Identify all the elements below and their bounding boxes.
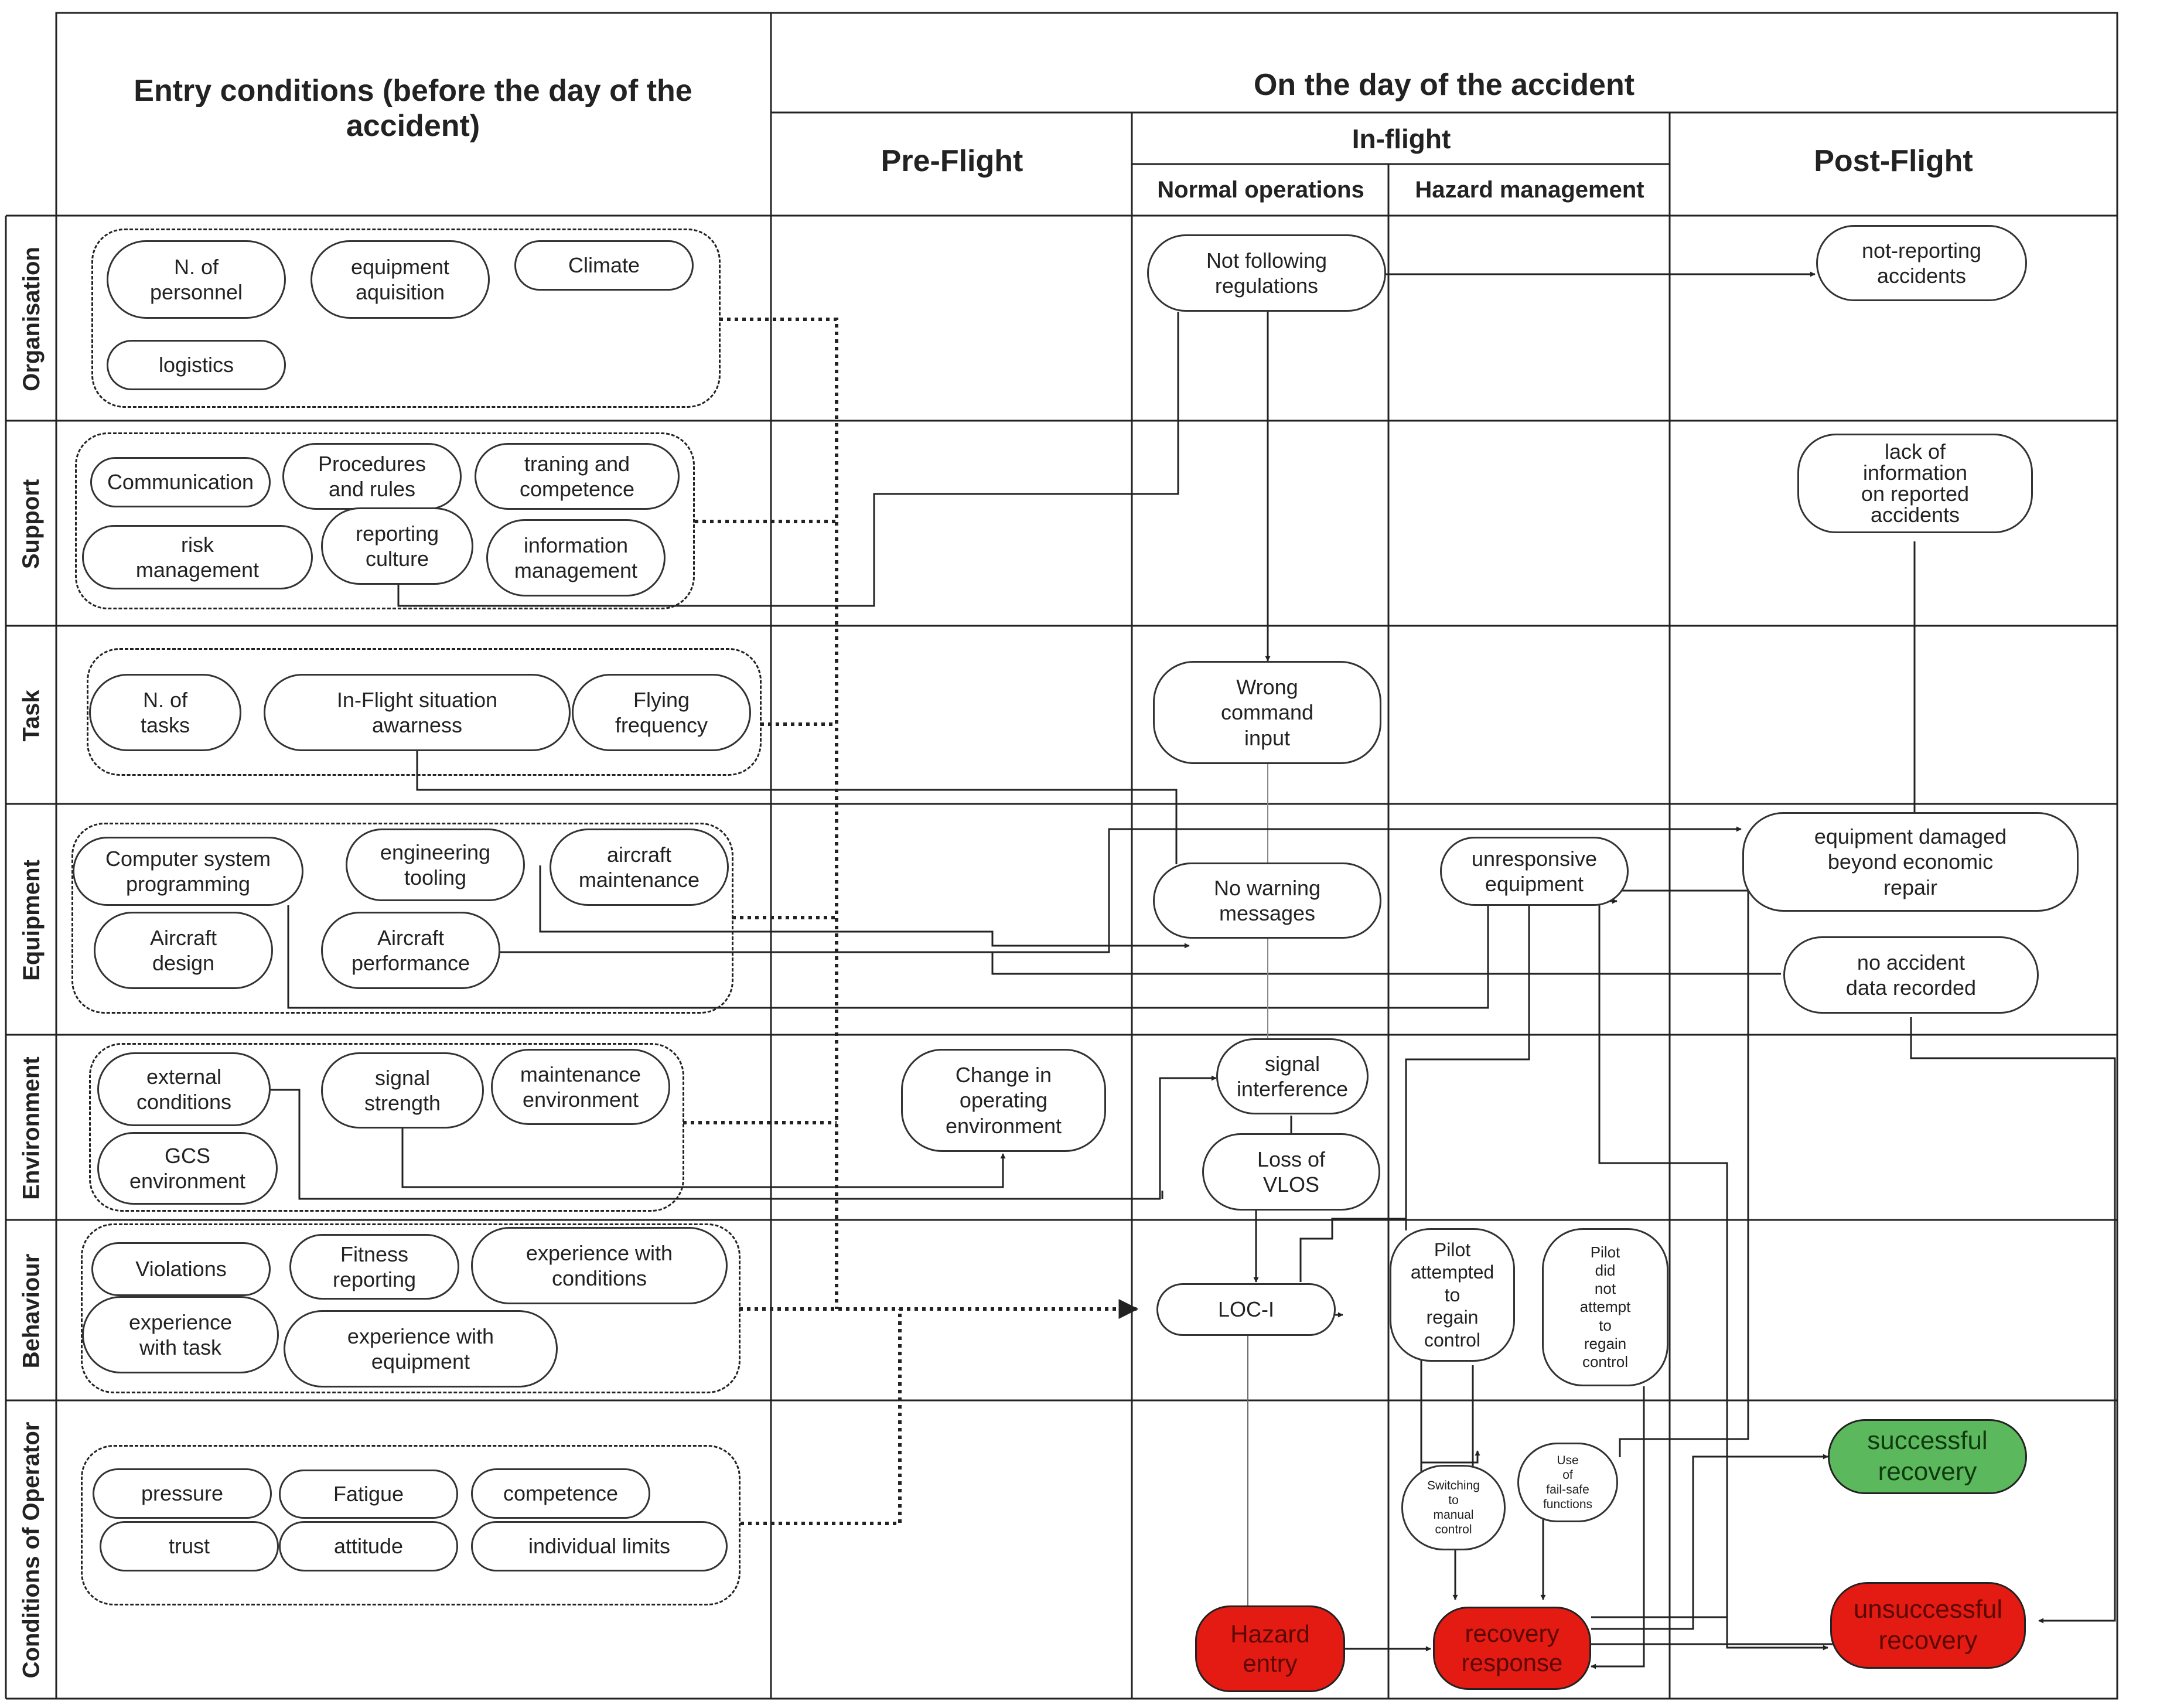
row-label-behaviour: Behaviour: [18, 1253, 45, 1368]
node-pilot-attempted-regain-control: Pilot attempted to regain control: [1390, 1228, 1515, 1362]
node-hazard-entry: Hazard entry: [1195, 1605, 1345, 1692]
node-unresponsive-equipment: unresponsive equipment: [1440, 837, 1629, 906]
node-external-conditions: external conditions: [97, 1052, 271, 1126]
node-loc-i: LOC-I: [1156, 1283, 1336, 1336]
group-environment: [89, 1043, 684, 1212]
row-label-environment: Environment: [18, 1056, 45, 1200]
node-communication: Communication: [90, 457, 271, 507]
node-change-in-operating-environment: Change in operating environment: [901, 1049, 1106, 1152]
node-gcs-environment: GCS environment: [97, 1132, 278, 1205]
group-equipment: [71, 823, 733, 1014]
node-violations: Violations: [91, 1242, 271, 1296]
table-grid: [5, 12, 2118, 1700]
node-unsuccessful-recovery: unsuccessful recovery: [1830, 1582, 2026, 1669]
node-computer-system-programming: Computer system programming: [73, 837, 303, 906]
node-no-warning-messages: No warning messages: [1153, 862, 1381, 939]
node-not-reporting-accidents: not-reporting accidents: [1816, 225, 2027, 301]
row-label-support: Support: [18, 479, 45, 569]
node-training-and-competence: traning and competence: [475, 443, 680, 510]
node-wrong-command-input: Wrong command input: [1153, 661, 1381, 764]
node-engineering-tooling: engineering tooling: [346, 829, 525, 901]
node-pilot-did-not-attempt: Pilot did not attempt to regain control: [1542, 1228, 1668, 1386]
node-maintenance-environment: maintenance environment: [491, 1049, 670, 1125]
node-competence: competence: [471, 1468, 650, 1519]
node-fitness-reporting: Fitness reporting: [289, 1234, 459, 1300]
node-use-of-fail-safe-functions: Use of fail-safe functions: [1517, 1443, 1618, 1522]
row-label-conditions-of-operator: Conditions of Operator: [18, 1421, 45, 1679]
node-experience-with-conditions: experience with conditions: [471, 1227, 728, 1304]
row-label-organisation: Organisation: [18, 246, 45, 391]
group-behaviour: [81, 1223, 741, 1393]
node-aircraft-maintenance: aircraft maintenance: [550, 829, 729, 906]
row-label-equipment: Equipment: [18, 859, 45, 981]
header-day-of-accident: On the day of the accident: [1253, 68, 1635, 102]
group-support: [75, 432, 695, 609]
node-not-following-regulations: Not following regulations: [1147, 234, 1386, 312]
node-pressure: pressure: [93, 1468, 272, 1519]
node-no-accident-data-recorded: no accident data recorded: [1783, 936, 2039, 1014]
node-individual-limits: individual limits: [471, 1521, 728, 1571]
node-equipment-damaged: equipment damaged beyond economic repair: [1742, 812, 2079, 912]
node-equipment-acquisition: equipment aquisition: [310, 240, 490, 319]
node-aircraft-performance: Aircraft performance: [321, 912, 500, 989]
node-recovery-response: recovery response: [1433, 1607, 1591, 1690]
row-label-task: Task: [18, 689, 45, 742]
node-logistics: logistics: [107, 340, 286, 390]
header-hazard-management: Hazard management: [1415, 176, 1644, 203]
node-successful-recovery: successful recovery: [1828, 1419, 2027, 1494]
node-reporting-culture: reporting culture: [321, 507, 473, 585]
node-climate: Climate: [514, 240, 694, 291]
node-procedures-and-rules: Procedures and rules: [282, 443, 462, 510]
node-lack-of-information: lack of information on reported accident…: [1797, 434, 2033, 533]
node-flying-frequency: Flying frequency: [572, 674, 751, 751]
node-attitude: attitude: [279, 1521, 458, 1571]
node-switching-to-manual-control: Switching to manual control: [1401, 1465, 1506, 1550]
node-trust: trust: [100, 1521, 279, 1571]
node-signal-strength: signal strength: [321, 1052, 484, 1129]
node-signal-interference: signal interference: [1216, 1038, 1369, 1114]
group-conditions-of-operator: [81, 1445, 741, 1605]
node-fatigue: Fatigue: [279, 1470, 458, 1519]
header-pre-flight: Pre-Flight: [881, 144, 1023, 178]
header-normal-operations: Normal operations: [1157, 176, 1364, 203]
solid-connectors: [271, 271, 2116, 1669]
header-post-flight: Post-Flight: [1814, 144, 1973, 178]
group-connectors: [683, 318, 1139, 1525]
group-organisation: [91, 229, 721, 408]
node-situation-awareness: In-Flight situation awarness: [264, 674, 571, 751]
node-n-of-personnel: N. of personnel: [107, 240, 286, 319]
node-aircraft-design: Aircraft design: [94, 912, 273, 989]
node-information-management: information management: [486, 519, 666, 596]
group-task: [87, 648, 762, 776]
header-entry-conditions: Entry conditions (before the day of the …: [134, 74, 692, 143]
node-experience-with-task: experience with task: [82, 1296, 279, 1373]
node-experience-with-equipment: experience with equipment: [284, 1310, 558, 1387]
node-loss-of-vlos: Loss of VLOS: [1202, 1133, 1380, 1211]
node-n-of-tasks: N. of tasks: [89, 674, 241, 751]
node-risk-management: risk management: [82, 525, 313, 589]
header-in-flight: In-flight: [1352, 124, 1451, 154]
